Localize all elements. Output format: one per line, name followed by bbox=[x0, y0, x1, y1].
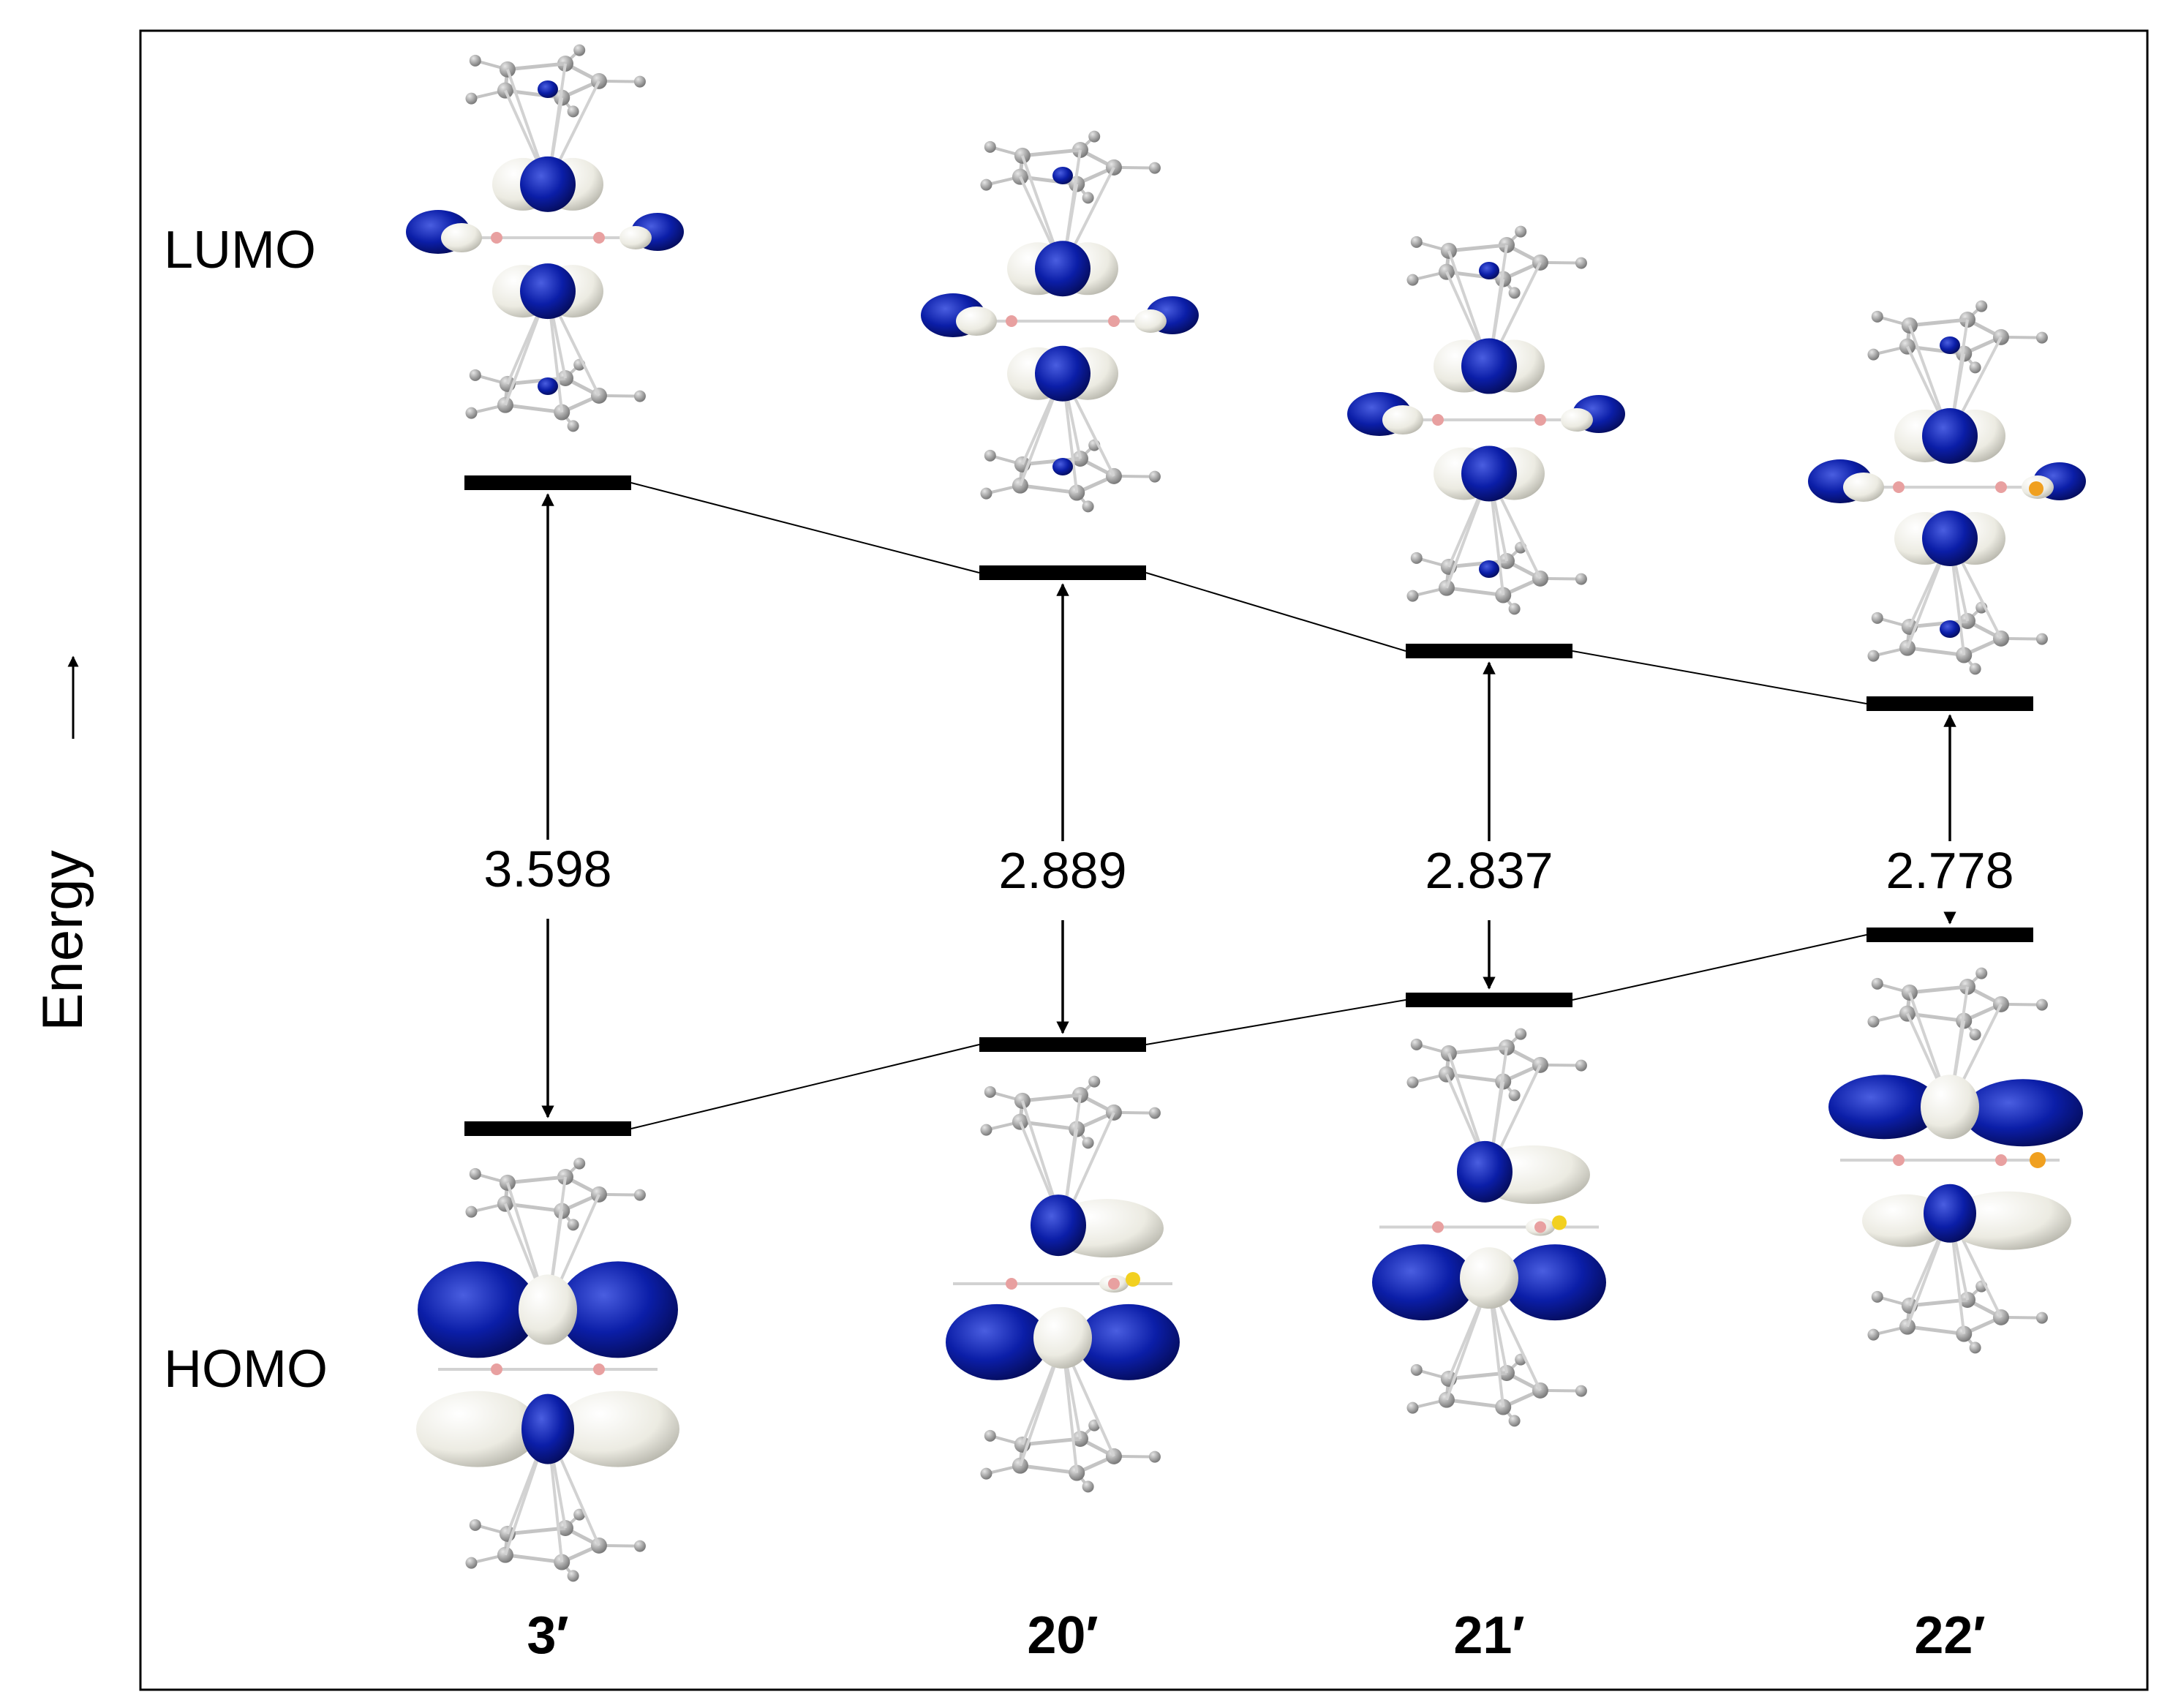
orbital-homo bbox=[1828, 967, 2083, 1354]
compound-label: 3′ bbox=[527, 1606, 568, 1665]
energy-axis: Energy bbox=[30, 655, 94, 1031]
orbital-lumo bbox=[1808, 300, 2086, 675]
homo-level bbox=[1867, 928, 2033, 942]
orbital-lumo bbox=[406, 44, 684, 432]
homo-level bbox=[1406, 993, 1572, 1007]
lumo-connector bbox=[1572, 650, 1867, 704]
lumo-label: LUMO bbox=[164, 221, 316, 279]
homo-level bbox=[979, 1037, 1146, 1052]
compound-label: 20′ bbox=[1027, 1606, 1098, 1665]
homo-connector bbox=[1145, 999, 1406, 1045]
orbital-lumo bbox=[921, 130, 1199, 513]
homo-connector bbox=[1572, 934, 1867, 1001]
lumo-level bbox=[979, 565, 1146, 580]
lumo-level bbox=[1406, 644, 1572, 658]
lumo-level bbox=[464, 475, 631, 490]
lumo-connector bbox=[630, 482, 980, 573]
lumo-connector bbox=[1145, 572, 1406, 652]
lumo-level bbox=[1867, 696, 2033, 711]
orbital-homo bbox=[946, 1075, 1180, 1493]
level-connectors bbox=[630, 482, 1867, 1129]
energy-axis-label: Energy bbox=[30, 850, 94, 1031]
gap-value: 2.837 bbox=[1425, 842, 1553, 899]
orbital-lumo bbox=[1347, 225, 1625, 615]
orbital-homo bbox=[1372, 1028, 1606, 1427]
diagram-frame bbox=[139, 29, 2149, 1691]
compound-label: 22′ bbox=[1914, 1606, 1985, 1665]
homo-level bbox=[464, 1121, 631, 1136]
orbital-homo bbox=[416, 1157, 679, 1582]
homo-connector bbox=[630, 1044, 980, 1129]
gap-value: 3.598 bbox=[483, 840, 611, 898]
compound-labels: 3′ 20′ 21′ 22′ bbox=[527, 1606, 1985, 1665]
gap-value: 2.889 bbox=[998, 842, 1126, 899]
orbital-images bbox=[406, 44, 2086, 1582]
gap-value: 2.778 bbox=[1886, 842, 2014, 899]
compound-label: 21′ bbox=[1453, 1606, 1524, 1665]
homo-label: HOMO bbox=[164, 1340, 328, 1399]
energy-levels: 3.598 2.889 2.837 2.778 bbox=[464, 475, 2033, 1136]
